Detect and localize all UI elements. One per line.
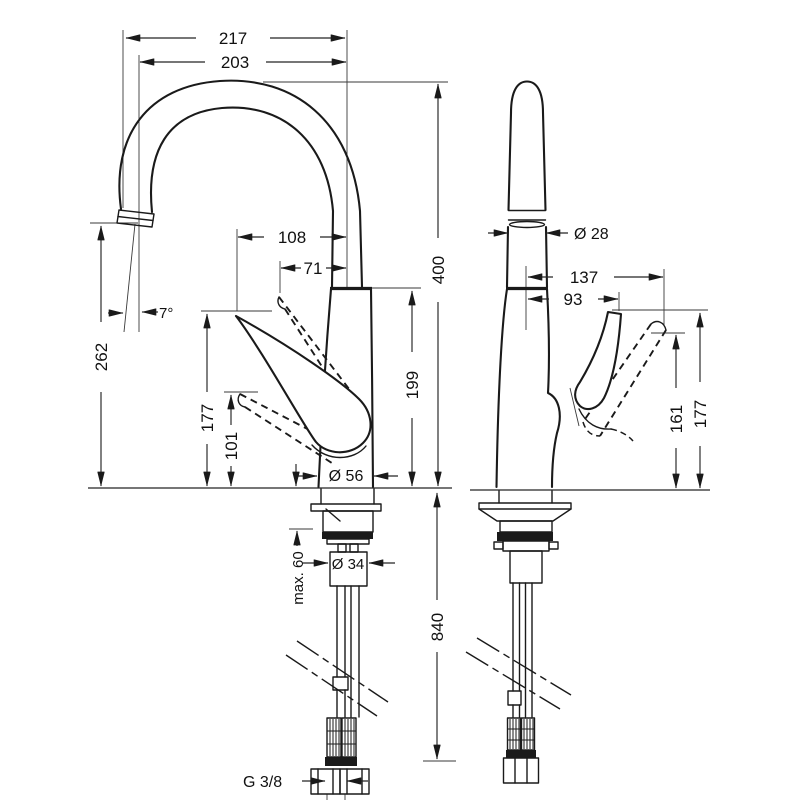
dim-g38-label: G 3/8	[243, 774, 282, 791]
side-spout-outline	[505, 80, 549, 291]
locating-pin	[325, 508, 341, 522]
dim-137-label: 137	[570, 268, 598, 287]
front-break-lines	[285, 640, 389, 717]
front-dimension-labels: 217 203 108 71 7° 262 177 101 199 400 Ø …	[92, 29, 448, 791]
seal-band	[322, 532, 373, 539]
dim-dia28-label: Ø 28	[574, 226, 609, 243]
dim-199-label: 199	[403, 371, 422, 399]
side-mounting-hardware	[478, 502, 572, 584]
side-extension-lines	[525, 266, 708, 334]
front-mounting-hardware	[310, 503, 382, 587]
dim-7deg-label: 7°	[159, 305, 173, 322]
side-dimensions	[488, 229, 704, 489]
threaded-shank	[329, 551, 368, 587]
side-dimension-labels: Ø 28 137 93 161 177	[564, 226, 710, 433]
side-body-outline	[495, 287, 634, 504]
threaded-shank	[509, 550, 543, 584]
hose-coupling	[507, 690, 522, 706]
dim-840-label: 840	[428, 613, 447, 641]
hose-hex-nut	[339, 768, 370, 795]
dim-101-label: 101	[222, 432, 241, 460]
front-spout-outline	[116, 79, 364, 289]
side-view: Ø 28 137 93 161 177	[465, 80, 710, 784]
dim-dia34-label: Ø 34	[332, 556, 365, 573]
side-break-lines	[465, 637, 572, 710]
hose-hex-nut	[502, 757, 540, 784]
side-handle	[574, 310, 623, 411]
dim-dia56-label: Ø 56	[329, 468, 364, 485]
front-handle	[234, 314, 372, 459]
dim-93-label: 93	[564, 290, 583, 309]
dim-177-label: 177	[198, 404, 217, 432]
dim-71-label: 71	[304, 259, 323, 278]
swivel-ring	[508, 220, 546, 229]
seal-band	[497, 532, 553, 541]
dim-262-label: 262	[92, 343, 111, 371]
front-dimensions	[97, 34, 442, 785]
braid-hatch	[508, 719, 534, 749]
front-extension-lines	[90, 30, 456, 800]
dim-217-label: 217	[219, 29, 247, 48]
side-supply-hoses	[502, 582, 540, 784]
spout-aerator-band	[116, 209, 155, 228]
dim-max60-label: max. 60	[290, 551, 307, 604]
dim-400-label: 400	[429, 256, 448, 284]
front-supply-hoses	[310, 585, 370, 795]
dim-177-side-label: 177	[691, 400, 710, 428]
front-view: 217 203 108 71 7° 262 177 101 199 400 Ø …	[88, 29, 456, 800]
dim-203-label: 203	[221, 53, 249, 72]
dim-161-label: 161	[667, 405, 686, 433]
dim-108-label: 108	[278, 228, 306, 247]
hose-coupling	[332, 676, 349, 691]
braid-hatch	[327, 719, 356, 756]
